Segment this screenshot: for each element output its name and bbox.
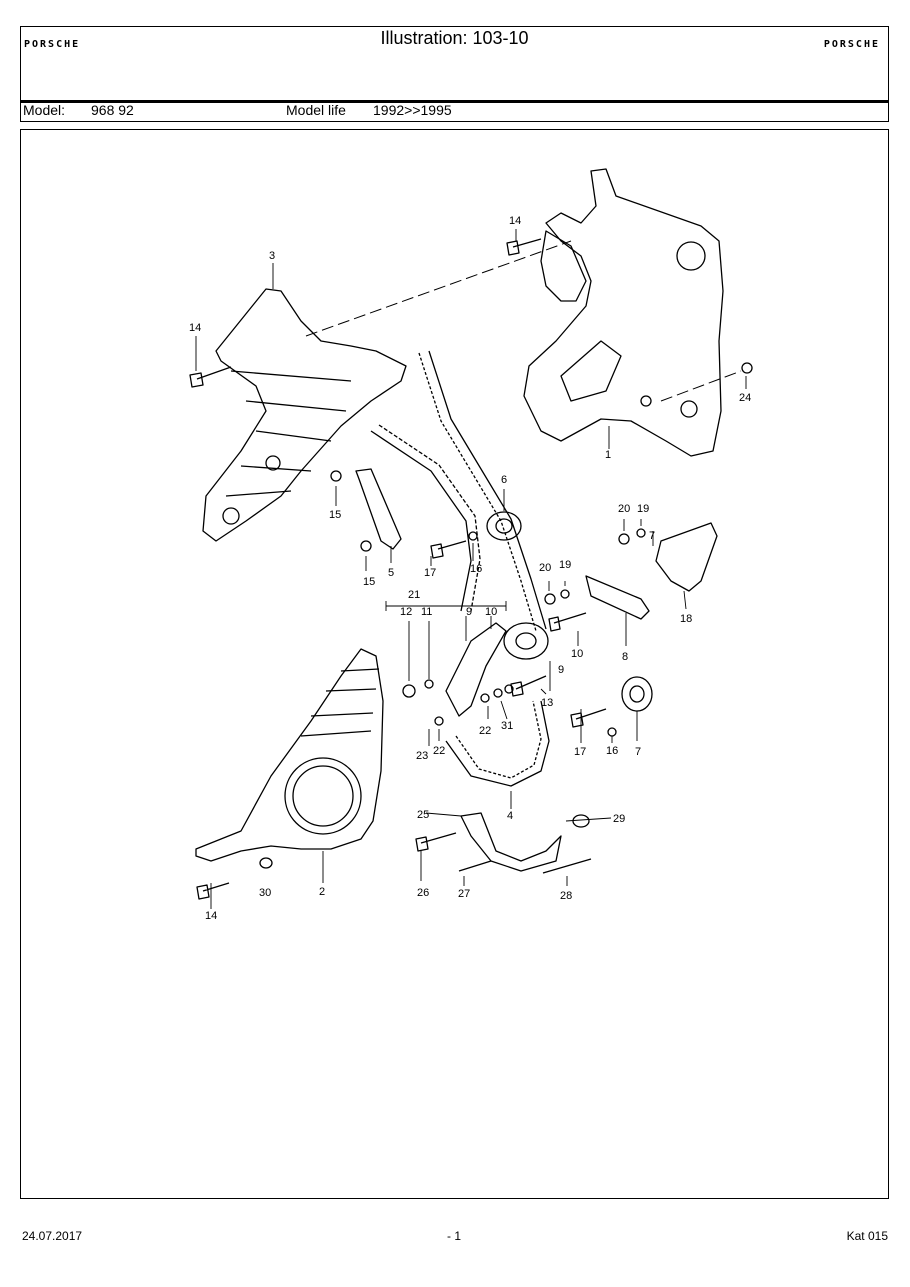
washer-11 xyxy=(424,679,434,689)
callout-22a: 22 xyxy=(479,725,491,737)
callout-24: 24 xyxy=(739,392,751,404)
model-row: Model: 968 92 Model life 1992>>1995 xyxy=(21,102,888,120)
sleeve-29 xyxy=(572,814,590,828)
callout-23: 23 xyxy=(416,750,428,762)
callout-22b: 22 xyxy=(433,745,445,757)
rear-cover-part xyxy=(523,168,724,457)
plug-30 xyxy=(259,857,273,869)
callout-7b: 7 xyxy=(635,746,641,758)
model-label: Model: xyxy=(23,102,66,118)
callout-17a: 17 xyxy=(424,567,436,579)
guide-part xyxy=(355,468,402,550)
callout-27: 27 xyxy=(458,888,470,900)
porsche-logo-left: PORSCHE xyxy=(24,39,81,50)
callout-15b: 15 xyxy=(363,576,375,588)
callout-9b: 9 xyxy=(558,664,564,676)
model-value: 968 92 xyxy=(91,102,134,118)
callout-3: 3 xyxy=(269,250,275,262)
callout-14a: 14 xyxy=(509,215,521,227)
callout-21: 21 xyxy=(408,589,420,601)
porsche-logo-right: PORSCHE xyxy=(823,39,880,50)
idler-pulley-part xyxy=(621,676,653,712)
callout-31: 31 xyxy=(501,720,513,732)
header-box: PORSCHE Illustration: 103-10 PORSCHE Mod… xyxy=(20,26,889,122)
callout-16b: 16 xyxy=(606,745,618,757)
washer-22b xyxy=(480,693,490,703)
callout-2: 2 xyxy=(319,886,325,898)
callout-26: 26 xyxy=(417,887,429,899)
mount-bracket-part xyxy=(460,812,562,872)
bolt-27 xyxy=(458,860,492,872)
nut-15a xyxy=(330,470,342,482)
washer-16 xyxy=(468,531,478,541)
callout-11: 11 xyxy=(421,606,432,618)
lower-cover-part xyxy=(195,648,384,862)
nut-12 xyxy=(402,684,416,698)
footer-catalog: Kat 015 xyxy=(846,1229,888,1243)
bolt-13 xyxy=(510,675,547,697)
callout-12: 12 xyxy=(400,606,412,618)
callout-18: 18 xyxy=(680,613,692,625)
callout-5: 5 xyxy=(388,567,394,579)
nut-20 xyxy=(544,593,556,605)
washer-19b xyxy=(636,528,646,538)
callout-20a: 20 xyxy=(539,562,551,574)
washer-19 xyxy=(560,589,570,599)
callout-17b: 17 xyxy=(574,746,586,758)
nut-20b xyxy=(618,533,630,545)
callout-16a: 16 xyxy=(470,563,482,575)
callout-7a: 7 xyxy=(649,530,655,542)
nut-15b xyxy=(360,540,372,552)
bolt-14-bottom xyxy=(196,882,230,900)
callout-19a: 19 xyxy=(559,559,571,571)
tensioner-arm-part xyxy=(445,622,507,717)
callout-10a: 10 xyxy=(485,606,497,618)
callout-9a: 9 xyxy=(466,606,472,618)
model-life-label: Model life xyxy=(286,102,346,118)
sprocket-part xyxy=(503,622,549,660)
bracket-part xyxy=(585,575,650,620)
callout-19b: 19 xyxy=(637,503,649,515)
bolt-17 xyxy=(430,540,467,559)
tensioner-pulley-part xyxy=(486,511,522,541)
washer-16b xyxy=(607,727,617,737)
callout-15a: 15 xyxy=(329,509,341,521)
callout-25: 25 xyxy=(417,809,429,821)
bolt-14-top xyxy=(506,238,542,256)
callout-8: 8 xyxy=(622,651,628,663)
callout-4: 4 xyxy=(507,810,513,822)
callout-28: 28 xyxy=(560,890,572,902)
footer-page-number: - 1 xyxy=(447,1229,462,1243)
upper-cover-part xyxy=(202,288,407,542)
bolt-14-left xyxy=(189,366,232,388)
exploded-parts-diagram: 1 2 3 4 5 6 7 7 8 9 9 10 10 11 12 13 14 … xyxy=(189,168,753,922)
footer-date: 24.07.2017 xyxy=(22,1229,83,1243)
page-title: Illustration: 103-10 xyxy=(380,28,529,48)
callout-14b: 14 xyxy=(189,322,201,334)
timing-belt-part xyxy=(418,352,537,632)
model-life-value: 1992>>1995 xyxy=(373,102,452,118)
drawing-frame: 1 2 3 4 5 6 7 7 8 9 9 10 10 11 12 13 14 … xyxy=(20,129,889,1199)
bolt-26 xyxy=(415,832,457,852)
callout-10b: 10 xyxy=(571,648,583,660)
bolt-10 xyxy=(548,612,587,632)
callout-6: 6 xyxy=(501,474,507,486)
header-divider xyxy=(21,100,888,103)
callout-29: 29 xyxy=(613,813,625,825)
washer-22 xyxy=(434,716,444,726)
bolt-24 xyxy=(741,362,753,374)
callout-30: 30 xyxy=(259,887,271,899)
callout-20b: 20 xyxy=(618,503,630,515)
callout-13: 13 xyxy=(541,697,553,709)
bolt-17b xyxy=(570,708,607,728)
callout-1: 1 xyxy=(605,449,611,461)
stud-28 xyxy=(542,858,592,874)
callout-14c: 14 xyxy=(205,910,217,922)
